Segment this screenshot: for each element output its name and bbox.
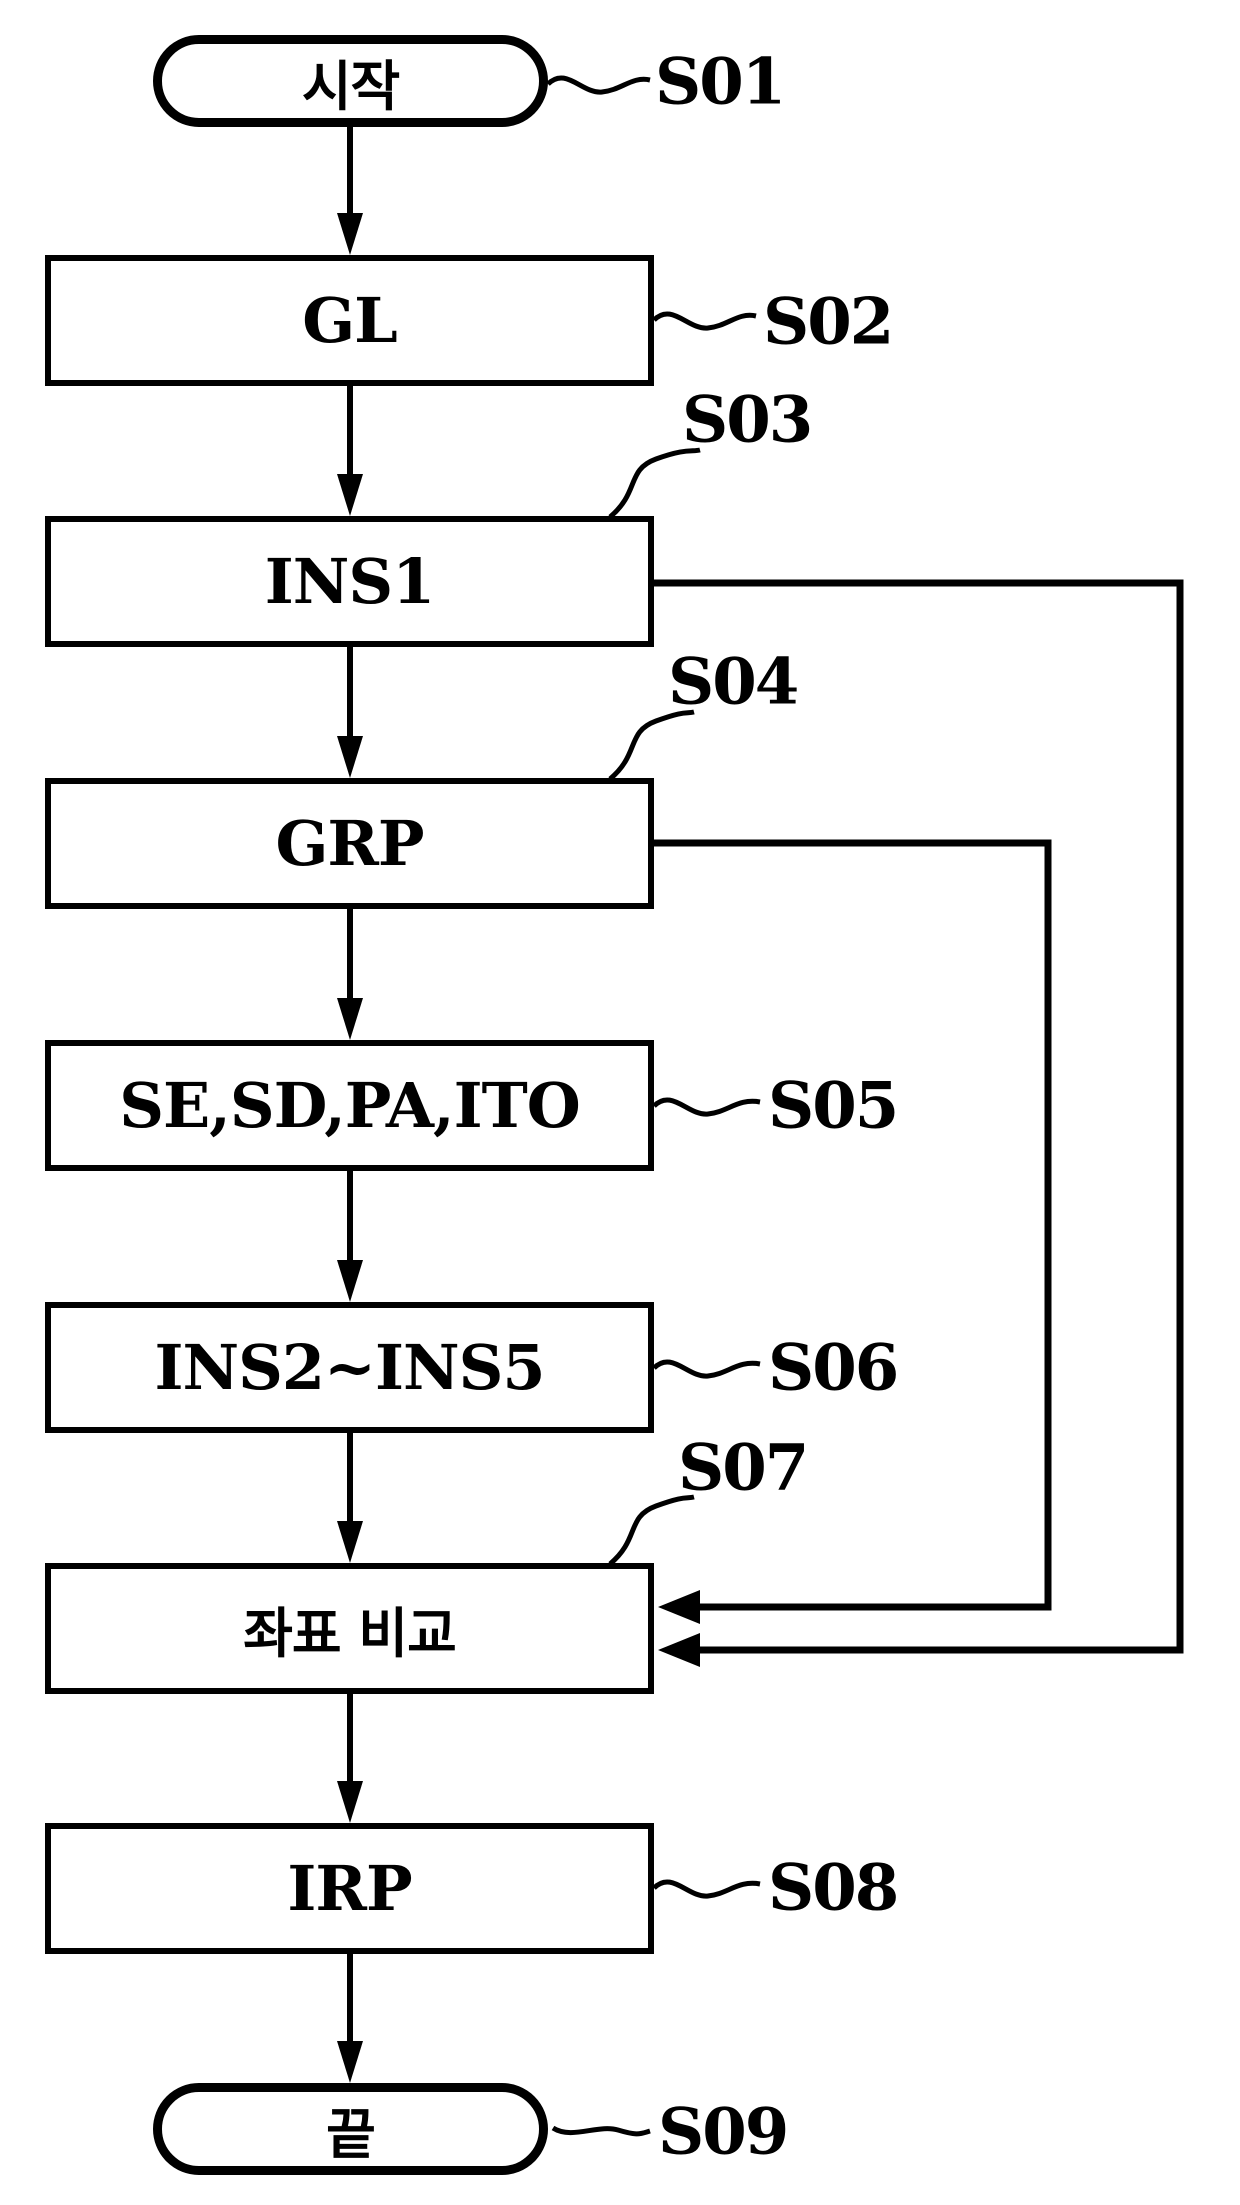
node-irp: IRP bbox=[45, 1823, 654, 1954]
step-label-s09: S09 bbox=[658, 2094, 789, 2170]
step-label-s08: S08 bbox=[768, 1850, 899, 1926]
leader-s07 bbox=[608, 1494, 695, 1566]
leader-s02 bbox=[652, 311, 757, 331]
feedback-line-ins1 bbox=[654, 579, 1184, 1654]
leader-s09 bbox=[551, 2125, 651, 2137]
node-grp: GRP bbox=[45, 778, 654, 909]
flow-arrows bbox=[337, 125, 363, 2083]
leader-s03 bbox=[608, 447, 701, 519]
leader-s04 bbox=[608, 709, 695, 781]
step-label-s02: S02 bbox=[763, 284, 894, 360]
node-coordinate-compare: 좌표 비교 bbox=[45, 1563, 654, 1694]
step-label-s05: S05 bbox=[768, 1068, 899, 1144]
leader-s05 bbox=[652, 1097, 761, 1117]
step-label-s04: S04 bbox=[668, 644, 799, 720]
step-label-s01: S01 bbox=[655, 44, 786, 120]
step-label-s07: S07 bbox=[678, 1430, 809, 1506]
leader-s08 bbox=[652, 1879, 761, 1899]
feedback-arrowhead-grp bbox=[658, 1590, 700, 1624]
node-ins1: INS1 bbox=[45, 516, 654, 647]
leader-curves bbox=[546, 75, 761, 2137]
node-ins2-ins5: INS2~INS5 bbox=[45, 1302, 654, 1433]
step-label-s03: S03 bbox=[682, 382, 813, 458]
node-se-sd-pa-ito: SE,SD,PA,ITO bbox=[45, 1040, 654, 1171]
node-end: 끝 bbox=[153, 2083, 548, 2175]
node-gl: GL bbox=[45, 255, 654, 386]
feedback-arrowhead-ins1 bbox=[658, 1633, 700, 1667]
step-label-s06: S06 bbox=[768, 1330, 899, 1406]
feedback-lines bbox=[654, 579, 1184, 1667]
feedback-line-grp bbox=[654, 839, 1052, 1611]
node-start: 시작 bbox=[153, 35, 548, 127]
leader-s06 bbox=[652, 1359, 761, 1379]
leader-s01 bbox=[546, 75, 651, 95]
